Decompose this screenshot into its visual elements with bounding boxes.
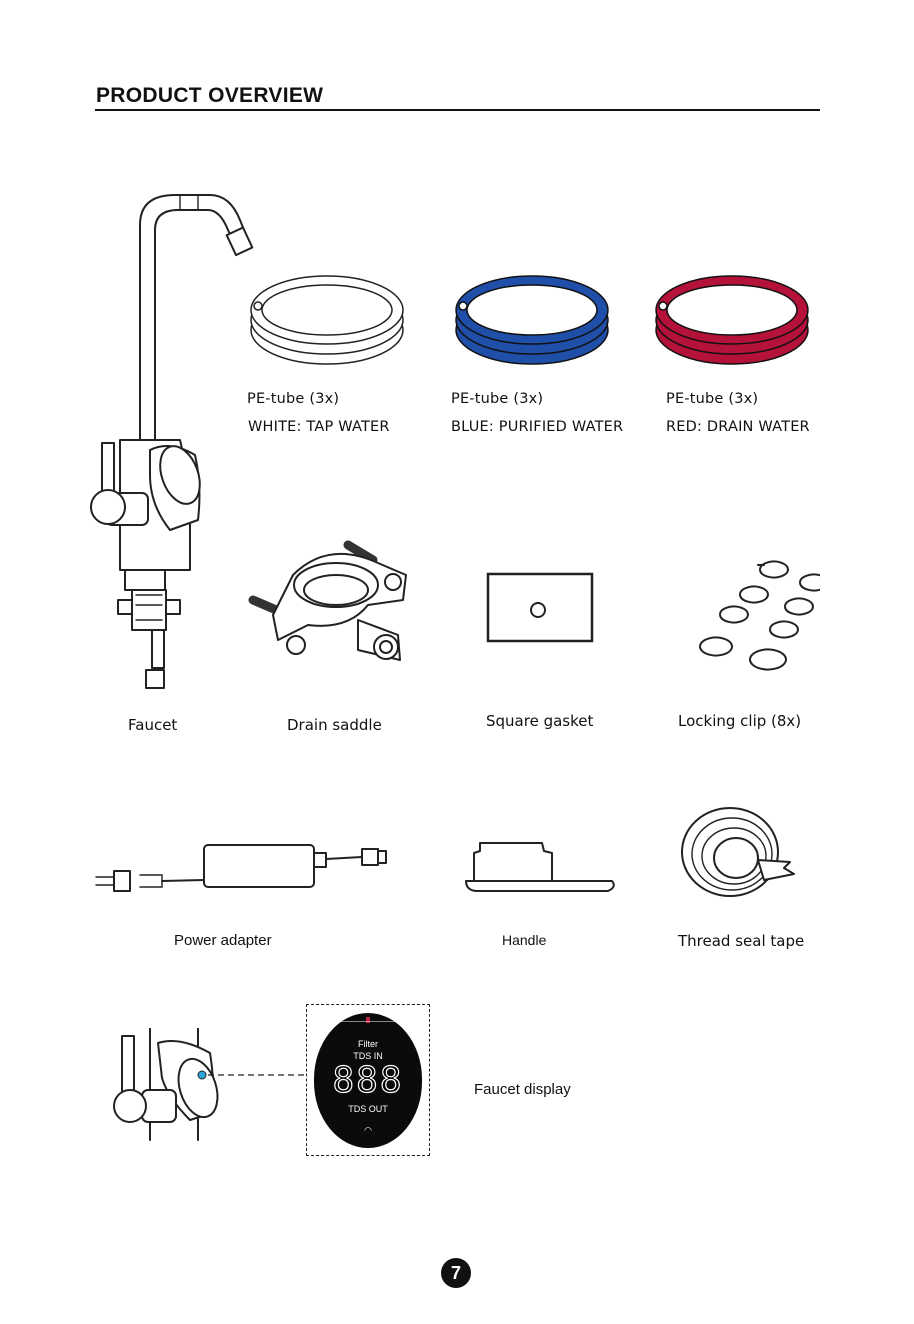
display-rim-arc [314,1021,422,1022]
drain-saddle-label: Drain saddle [287,716,382,734]
page-number-badge: 7 [441,1258,471,1288]
title-divider [95,109,820,111]
white-tube-coil-image [245,268,415,368]
display-filter-text: Filter [314,1039,422,1049]
blue-tube-coil-image [450,268,620,368]
red-tube-coil-image [650,268,820,368]
white-tube-desc: WHITE: TAP WATER [248,419,390,435]
wifi-icon: ◠ [314,1125,422,1136]
thread-seal-tape-illustration [678,800,800,900]
blue-tube-qty: PE-tube (3x) [451,391,543,407]
handle-label: Handle [502,932,546,948]
display-digits: 888 [314,1061,422,1101]
power-adapter-illustration [92,835,397,895]
locking-clip-label: Locking clip (8x) [678,712,801,730]
square-gasket-illustration [482,570,597,645]
white-tube-qty: PE-tube (3x) [247,391,339,407]
red-tube-desc: RED: DRAIN WATER [666,419,810,435]
display-status-light [366,1017,370,1023]
display-indicator-dot [198,1071,206,1079]
red-tube-qty: PE-tube (3x) [666,391,758,407]
locking-clips-illustration [660,555,820,675]
blue-tube-desc: BLUE: PURIFIED WATER [451,419,623,435]
faucet-display-panel: Filter TDS IN 888 TDS OUT ◠ [314,1013,422,1148]
page-title: PRODUCT OVERVIEW [96,84,323,108]
display-tds-out-text: TDS OUT [314,1104,422,1114]
drain-saddle-illustration [238,535,418,675]
faucet-display-label: Faucet display [474,1081,571,1098]
faucet-closeup-illustration [100,1028,310,1143]
square-gasket-label: Square gasket [486,712,593,730]
faucet-label: Faucet [128,716,177,734]
power-adapter-label: Power adapter [174,932,272,949]
thread-seal-tape-label: Thread seal tape [678,932,804,950]
handle-illustration [462,835,620,895]
